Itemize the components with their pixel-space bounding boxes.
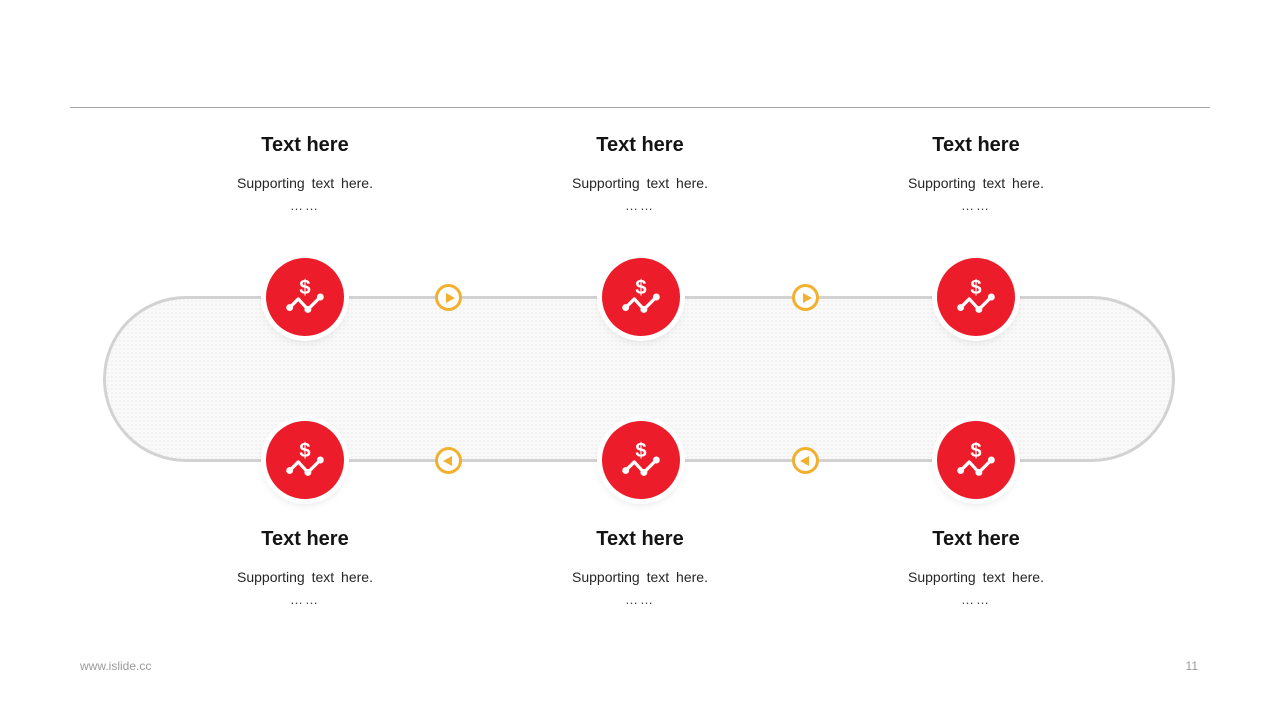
item-subtitle: Supporting text here. xyxy=(908,569,1044,585)
svg-text:$: $ xyxy=(299,440,310,462)
dollar-trend-icon: $ xyxy=(286,277,324,313)
item-title: Text here xyxy=(596,528,684,550)
dollar-trend-icon: $ xyxy=(957,440,995,476)
svg-text:$: $ xyxy=(970,440,981,462)
money-node: $ xyxy=(937,258,1015,336)
play-left-icon xyxy=(435,447,462,474)
item-ellipsis: …… xyxy=(961,592,991,607)
play-right-icon xyxy=(792,284,819,311)
dollar-trend-icon: $ xyxy=(622,277,660,313)
top-divider-rule xyxy=(70,107,1210,108)
left-triangle-glyph xyxy=(799,455,809,466)
text-block-top-3: Text here Supporting text here. …… xyxy=(826,134,1126,213)
item-ellipsis: …… xyxy=(625,592,655,607)
money-node: $ xyxy=(266,258,344,336)
item-title: Text here xyxy=(261,528,349,550)
svg-text:$: $ xyxy=(635,440,646,462)
item-title: Text here xyxy=(932,528,1020,550)
text-block-bottom-1: Text here Supporting text here. …… xyxy=(155,528,455,607)
item-subtitle: Supporting text here. xyxy=(237,569,373,585)
left-triangle-glyph xyxy=(442,455,452,466)
item-ellipsis: …… xyxy=(290,592,320,607)
text-block-top-2: Text here Supporting text here. …… xyxy=(490,134,790,213)
item-title: Text here xyxy=(261,134,349,156)
item-subtitle: Supporting text here. xyxy=(908,175,1044,191)
text-block-bottom-3: Text here Supporting text here. …… xyxy=(826,528,1126,607)
money-node: $ xyxy=(937,421,1015,499)
item-ellipsis: …… xyxy=(961,198,991,213)
text-block-bottom-2: Text here Supporting text here. …… xyxy=(490,528,790,607)
play-left-icon xyxy=(792,447,819,474)
svg-text:$: $ xyxy=(635,277,646,299)
money-node: $ xyxy=(602,258,680,336)
item-subtitle: Supporting text here. xyxy=(572,175,708,191)
item-subtitle: Supporting text here. xyxy=(572,569,708,585)
play-right-icon xyxy=(435,284,462,311)
dollar-trend-icon: $ xyxy=(286,440,324,476)
item-ellipsis: …… xyxy=(625,198,655,213)
text-block-top-1: Text here Supporting text here. …… xyxy=(155,134,455,213)
item-title: Text here xyxy=(932,134,1020,156)
page-number: 11 xyxy=(1185,659,1198,673)
footer-url: www.islide.cc xyxy=(80,659,152,673)
right-triangle-glyph xyxy=(445,292,455,303)
item-title: Text here xyxy=(596,134,684,156)
svg-text:$: $ xyxy=(299,277,310,299)
dollar-trend-icon: $ xyxy=(957,277,995,313)
item-subtitle: Supporting text here. xyxy=(237,175,373,191)
money-node: $ xyxy=(266,421,344,499)
dollar-trend-icon: $ xyxy=(622,440,660,476)
svg-text:$: $ xyxy=(970,277,981,299)
right-triangle-glyph xyxy=(802,292,812,303)
money-node: $ xyxy=(602,421,680,499)
item-ellipsis: …… xyxy=(290,198,320,213)
